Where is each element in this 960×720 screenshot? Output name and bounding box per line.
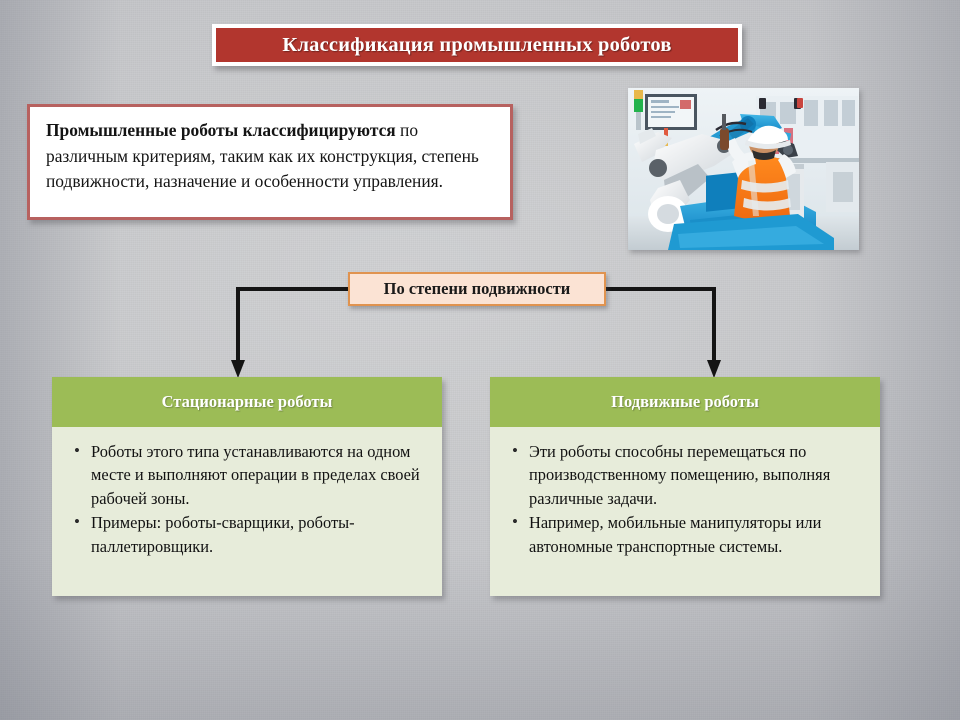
list-item: • Примеры: роботы-сварщики, роботы-паллет… — [70, 511, 428, 558]
description-rest: по различным критериям, таким как их кон… — [46, 120, 479, 192]
list-item: • Роботы этого типа устанавливаются на од… — [70, 440, 428, 510]
card-stationary-robots: Стационарные роботы • Роботы этого типа у… — [52, 377, 442, 596]
bullet-icon: • — [74, 512, 80, 532]
bullet-list: • Эти роботы способны перемещаться по про… — [508, 440, 866, 558]
criterion-node-label: По степени подвижности — [383, 279, 571, 298]
criterion-node-box: По степени подвижности — [348, 272, 606, 306]
list-item-text: Например, мобильные манипуляторы или авт… — [529, 513, 822, 556]
bullet-icon: • — [512, 441, 518, 460]
bullet-list: • Роботы этого типа устанавливаются на од… — [70, 440, 428, 558]
factory-photo-illustration — [628, 88, 859, 250]
slide-title-frame: Классификация промышленных роботов — [212, 24, 742, 66]
list-item: • Например, мобильные манипуляторы или ав… — [508, 511, 866, 558]
list-item-text: Эти роботы способны перемещаться по прои… — [529, 442, 831, 508]
description-box: Промышленные роботы классифицируются по … — [27, 104, 513, 220]
card-body: • Эти роботы способны перемещаться по про… — [490, 427, 880, 558]
list-item-text: Роботы этого типа устанавливаются на одн… — [91, 442, 420, 508]
card-header: Стационарные роботы — [52, 377, 442, 427]
card-title: Подвижные роботы — [611, 392, 759, 411]
list-item: • Эти роботы способны перемещаться по про… — [508, 440, 866, 510]
card-body: • Роботы этого типа устанавливаются на од… — [52, 427, 442, 558]
bullet-icon: • — [74, 441, 80, 460]
slide-title-bar: Классификация промышленных роботов — [216, 28, 738, 62]
list-item-text: Примеры: роботы-сварщики, роботы-паллети… — [91, 513, 355, 556]
card-mobile-robots: Подвижные роботы • Эти роботы способны пе… — [490, 377, 880, 596]
description-lead: Промышленные роботы классифицируются — [46, 120, 396, 140]
page-title: Классификация промышленных роботов — [282, 33, 672, 56]
description-text: Промышленные роботы классифицируются по … — [46, 118, 497, 195]
bullet-icon: • — [512, 512, 518, 532]
factory-photo — [628, 88, 859, 250]
card-header: Подвижные роботы — [490, 377, 880, 427]
card-title: Стационарные роботы — [161, 392, 333, 411]
